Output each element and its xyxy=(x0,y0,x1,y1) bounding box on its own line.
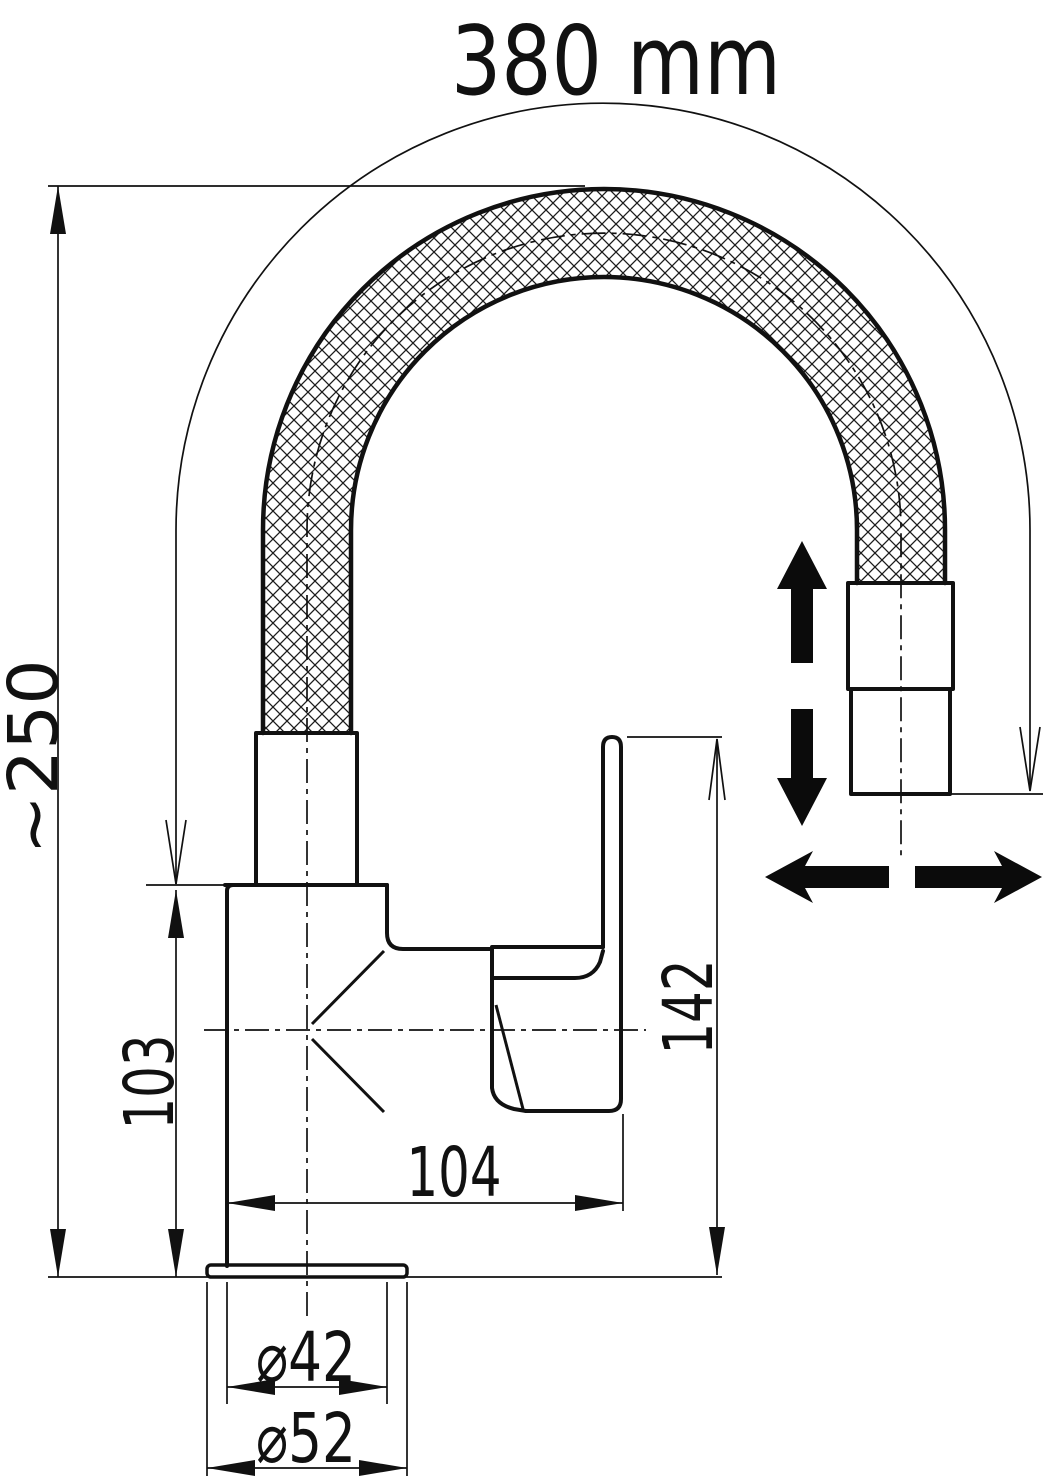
label-hose-length: 380 mm xyxy=(451,7,781,117)
dim-250-arrow-bottom xyxy=(50,1229,66,1277)
move-left-arrow-icon xyxy=(765,851,889,903)
body-left-edge xyxy=(225,883,235,1268)
dim-base-diameter: ⌀52 xyxy=(206,1282,408,1479)
dim-arc xyxy=(175,102,1031,884)
label-overall-height: ~250 xyxy=(0,660,74,855)
dim-hose-length: 380 mm xyxy=(146,7,1043,886)
dim-52-arrow-left xyxy=(207,1460,255,1476)
handle-lever xyxy=(490,735,623,1113)
spout-head-lower xyxy=(849,687,952,796)
cartridge-cover-left xyxy=(490,947,528,1113)
body-vee-mark-upper xyxy=(310,949,386,1026)
dim-142-arrow-bottom xyxy=(709,1227,725,1275)
faucet-body xyxy=(205,883,528,1279)
move-up-arrow-icon xyxy=(777,541,827,663)
dim-104-arrow-left xyxy=(227,1195,275,1211)
dim-142-arrow-top xyxy=(708,738,726,801)
dim-52-arrow-right xyxy=(359,1460,407,1476)
handle-joint-bottom xyxy=(490,949,605,980)
dim-103-arrow-bottom xyxy=(168,1229,184,1277)
hose-outer-edge xyxy=(260,186,948,736)
dim-104-arrow-right xyxy=(575,1195,623,1211)
dim-spout-reach: 104 xyxy=(227,1114,624,1213)
flexible-hose xyxy=(260,186,948,736)
dim-overall-height: ~250 xyxy=(0,185,722,1278)
label-spout-reach: 104 xyxy=(407,1133,502,1213)
handle-outline xyxy=(524,735,623,1113)
hose-crosshatch-fill xyxy=(263,189,945,733)
label-base-diameter: ⌀52 xyxy=(256,1399,356,1479)
cartridge-cone-line xyxy=(494,1004,525,1110)
dim-arc-arrow-right xyxy=(1019,726,1041,792)
dim-42-arrow-left xyxy=(227,1379,275,1395)
center-line-hose xyxy=(306,232,902,1316)
body-vee-mark-lower xyxy=(310,1037,386,1114)
dim-250-arrow-top xyxy=(50,186,66,234)
dim-arc-arrow-left xyxy=(165,819,187,885)
spout-movement-indicators xyxy=(765,541,1042,903)
dim-42-arrow-right xyxy=(339,1379,387,1395)
body-right-step xyxy=(385,883,494,951)
move-down-arrow-icon xyxy=(777,709,827,826)
dim-body-diameter: ⌀42 xyxy=(226,1282,388,1404)
move-right-arrow-icon xyxy=(915,851,1042,903)
label-handle-height: 142 xyxy=(649,960,729,1055)
label-body-height: 103 xyxy=(110,1035,190,1130)
hose-inner-edge xyxy=(348,274,860,736)
dim-body-height: 103 xyxy=(110,890,190,1277)
dim-103-arrow-top xyxy=(168,890,184,938)
dim-handle-height: 142 xyxy=(627,736,729,1275)
label-body-diameter: ⌀42 xyxy=(256,1318,356,1398)
